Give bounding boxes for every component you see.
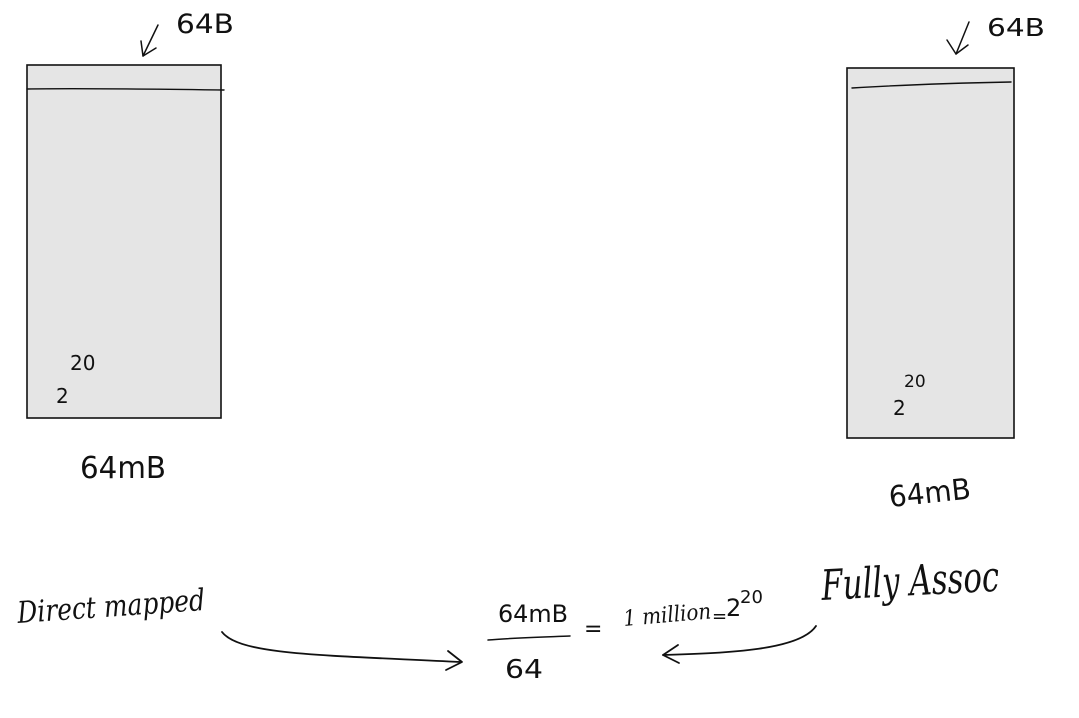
- right-cache-box: [846, 67, 1015, 439]
- calc-equals-sign-2: =: [712, 606, 727, 627]
- left-cache-box: [26, 64, 222, 419]
- direct-mapped-arrow: [221, 631, 461, 663]
- left-line-arrowhead: [140, 40, 157, 57]
- right-exponent-base: 2: [893, 396, 906, 420]
- calc-fraction-bar: [487, 635, 571, 641]
- calc-result-base: 2: [726, 594, 741, 622]
- left-exponent-power: 20: [70, 351, 95, 375]
- calc-result-text: 1 million: [622, 599, 712, 632]
- right-line-arrow: [955, 21, 970, 55]
- right-capacity-label: 64mB: [887, 472, 972, 514]
- calc-denominator: 64: [505, 655, 543, 685]
- left-cache-line-divider: [26, 87, 225, 91]
- calc-equals-sign: =: [584, 617, 602, 642]
- right-type-label: Fully Assoc: [819, 552, 1000, 610]
- left-capacity-label: 64mB: [80, 451, 166, 486]
- right-cache-diagram: 64B 2 20 64mB Fully Assoc: [819, 13, 1045, 610]
- left-type-label: Direct mapped: [15, 583, 206, 631]
- capacity-calculation: 64mB 64 = 1 million = 2 20: [221, 587, 817, 685]
- left-exponent-base: 2: [56, 384, 69, 408]
- fully-assoc-arrowhead: [662, 644, 680, 664]
- right-line-size-label: 64B: [987, 13, 1045, 42]
- left-line-arrow: [142, 24, 159, 57]
- calc-result-power: 20: [740, 587, 763, 608]
- left-line-size-label: 64B: [176, 9, 234, 40]
- calc-numerator: 64mB: [498, 600, 568, 628]
- direct-mapped-arrowhead: [445, 650, 463, 671]
- left-cache-diagram: 64B 2 20 64mB Direct mapped: [15, 9, 234, 631]
- right-line-arrowhead: [946, 39, 969, 55]
- fully-assoc-arrow: [662, 625, 817, 656]
- right-exponent-power: 20: [904, 372, 926, 392]
- right-cache-line-divider: [851, 81, 1012, 89]
